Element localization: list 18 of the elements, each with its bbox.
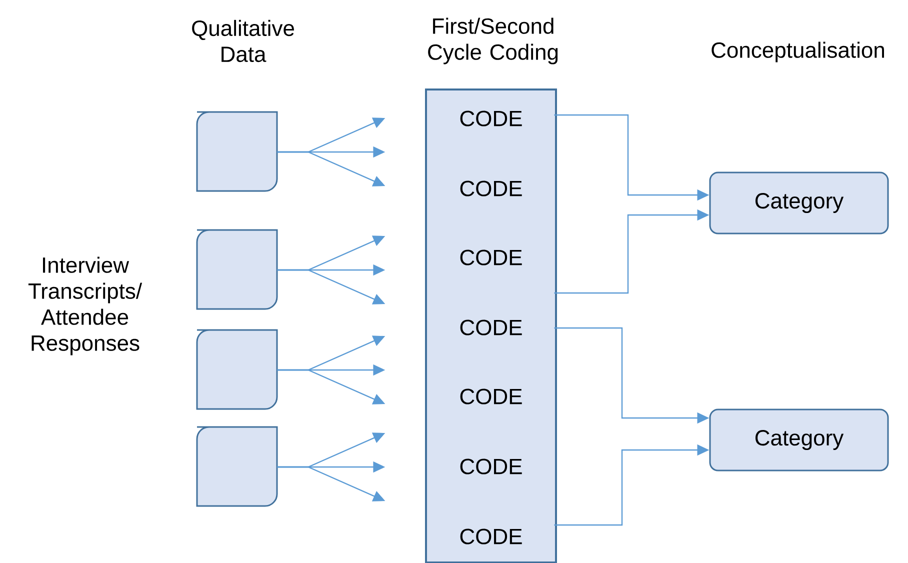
document-shape	[196, 229, 278, 310]
heading: First/Second Cycle Coding	[428, 18, 558, 64]
category-box: Category	[709, 172, 889, 234]
code-text: CODE	[460, 250, 522, 266]
heading: Interview Transcripts/ Attendee Responses	[28, 256, 142, 356]
heading: Conceptualisation	[712, 42, 884, 62]
heading: Qualitative Data	[192, 20, 294, 62]
code-text: CODE	[460, 528, 522, 544]
code-text: CODE	[460, 458, 522, 474]
code-text: CODE	[460, 388, 522, 404]
document-shape	[196, 111, 278, 192]
code-text: CODE	[460, 320, 522, 336]
document-shape	[196, 329, 278, 410]
category-box: Category	[709, 408, 889, 472]
coding-column	[425, 88, 557, 563]
code-text: CODE	[460, 110, 522, 126]
document-shape	[196, 426, 278, 507]
code-text: CODE	[460, 180, 522, 196]
